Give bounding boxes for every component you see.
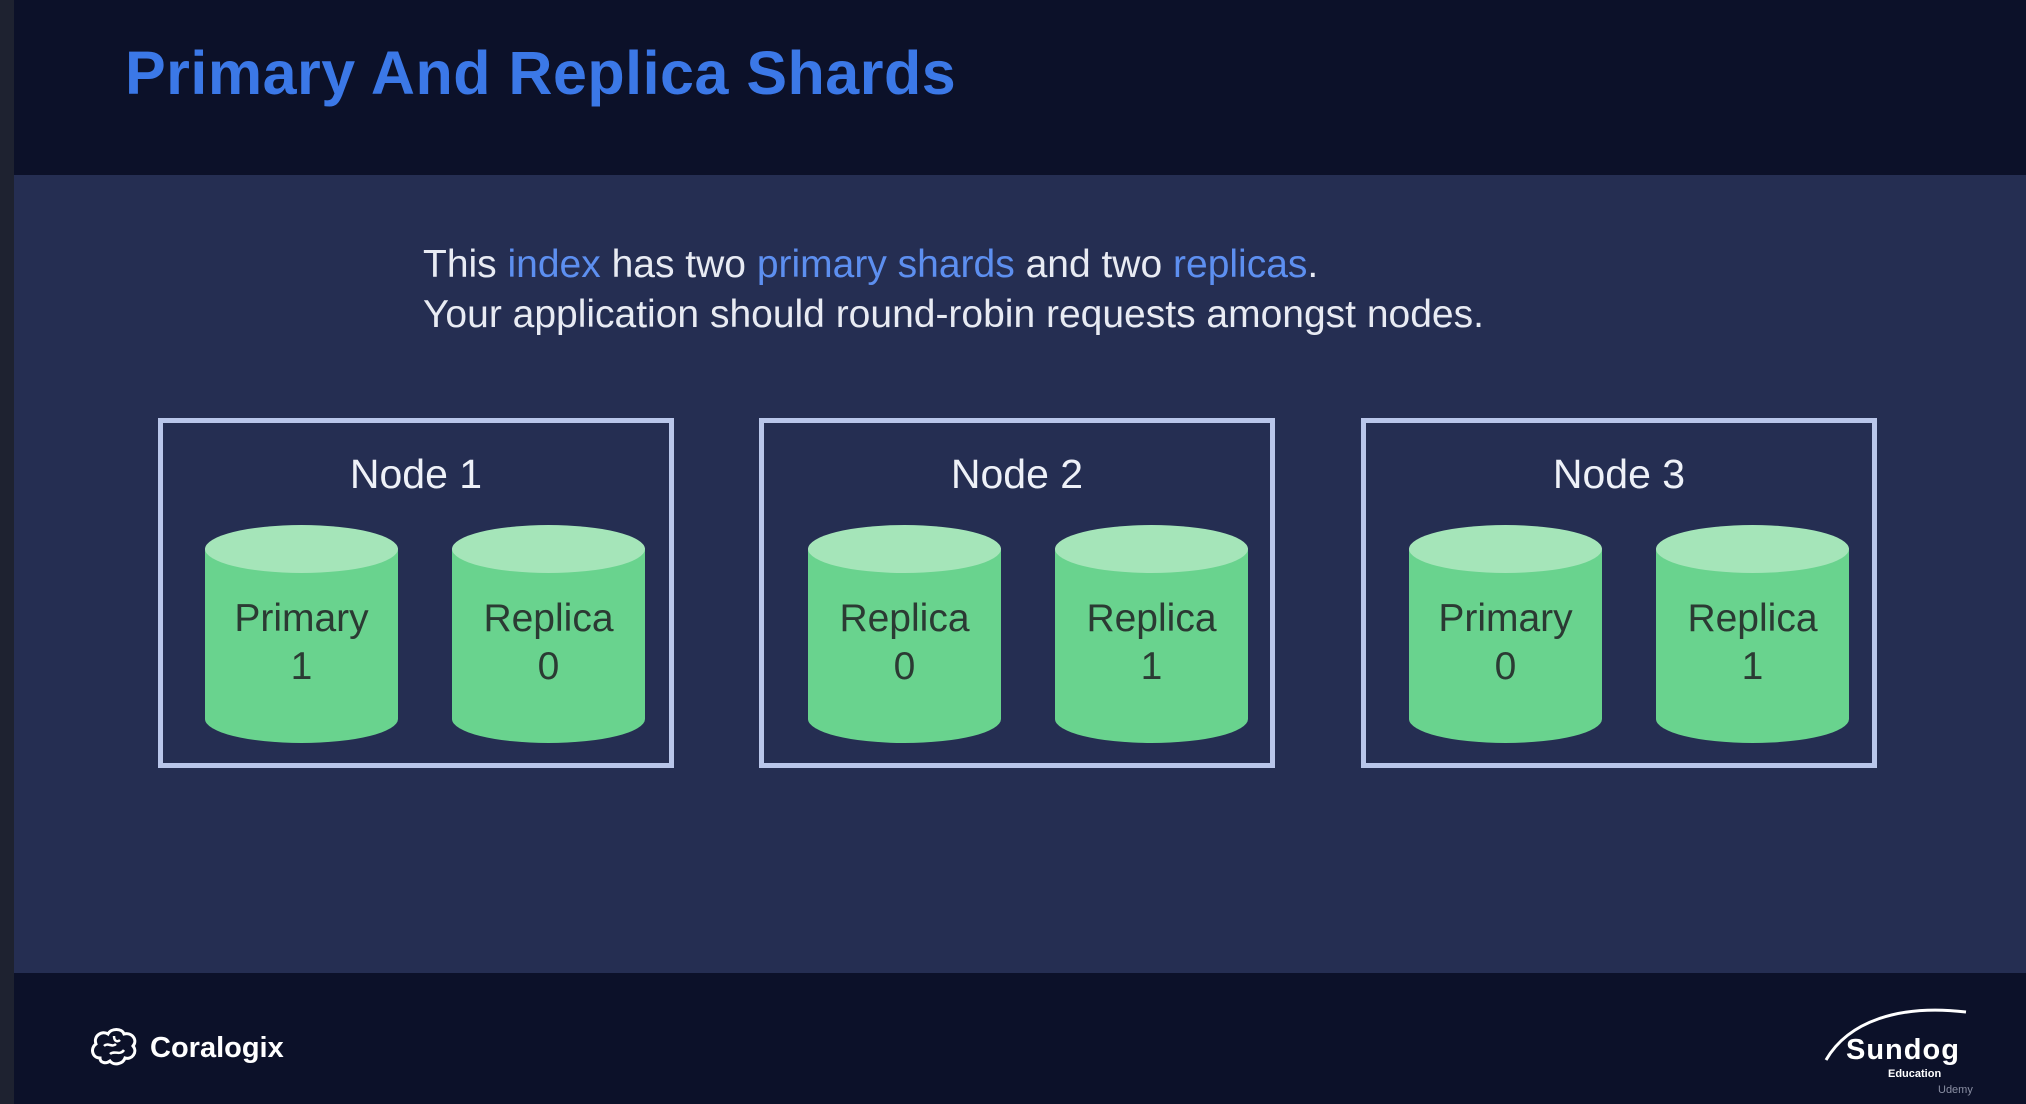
slide-header: Primary And Replica Shards xyxy=(14,0,2026,175)
shard-type: Replica xyxy=(1687,597,1818,640)
shard-type: Replica xyxy=(483,597,614,640)
shard-type: Replica xyxy=(1086,597,1217,640)
intro-text-segment: . xyxy=(1307,243,1319,286)
shard-id: 0 xyxy=(537,645,560,688)
shard-id: 1 xyxy=(1741,645,1764,688)
shard-type: Primary xyxy=(234,597,369,640)
intro-text: This index has two primary shards and tw… xyxy=(423,240,1484,340)
intro-text-segment: and two xyxy=(1014,243,1174,286)
shard-label: Replica 1 xyxy=(1055,595,1248,691)
cylinder-icon xyxy=(808,525,1001,743)
sundog-logo-subtext: Education xyxy=(1888,1068,1942,1080)
slide-footer xyxy=(14,973,2026,1104)
cylinder-icon xyxy=(452,525,645,743)
node-2-box: Node 2 Replica 0 Replica 1 xyxy=(759,418,1275,768)
term-primary-shards: primary shards xyxy=(756,243,1015,286)
shard-cylinder: Replica 1 xyxy=(1656,525,1849,743)
sundog-logo-text: Sundog xyxy=(1846,1034,1960,1066)
cylinder-icon xyxy=(1409,525,1602,743)
shard-id: 0 xyxy=(1494,645,1517,688)
shard-label: Primary 0 xyxy=(1409,595,1602,691)
cylinder-icon xyxy=(1656,525,1849,743)
intro-text-segment: has two xyxy=(600,243,757,286)
sundog-logo: Sundog Education Udemy xyxy=(1818,1002,2018,1102)
node-label: Node 2 xyxy=(950,451,1084,497)
shard-id: 1 xyxy=(290,645,313,688)
intro-line-1: This index has two primary shards and tw… xyxy=(423,240,1484,290)
node-label: Node 3 xyxy=(1552,451,1686,497)
term-index: index xyxy=(507,243,601,286)
node-label: Node 1 xyxy=(349,451,483,497)
slide-title: Primary And Replica Shards xyxy=(125,39,957,107)
cylinder-icon xyxy=(205,525,398,743)
shard-type: Replica xyxy=(839,597,970,640)
coralogix-logo: Coralogix xyxy=(90,1028,284,1068)
shard-id: 1 xyxy=(1140,645,1163,688)
swoosh-icon xyxy=(1824,1008,1967,1061)
shard-cylinder: Primary 0 xyxy=(1409,525,1602,743)
shard-label: Replica 0 xyxy=(808,595,1001,691)
shard-cylinder: Replica 1 xyxy=(1055,525,1248,743)
node-3-box: Node 3 Primary 0 Replica 1 xyxy=(1361,418,1877,768)
shard-label: Primary 1 xyxy=(205,595,398,691)
shard-cylinder: Replica 0 xyxy=(808,525,1001,743)
intro-text-segment: This xyxy=(423,243,508,286)
cylinder-icon xyxy=(1055,525,1248,743)
intro-line-2: Your application should round-robin requ… xyxy=(423,293,1484,336)
left-strip xyxy=(0,0,14,1104)
coralogix-logo-text: Coralogix xyxy=(150,1031,284,1064)
shard-id: 0 xyxy=(893,645,916,688)
shard-label: Replica 1 xyxy=(1656,595,1849,691)
shard-cylinder: Replica 0 xyxy=(452,525,645,743)
brain-icon xyxy=(91,1028,137,1066)
term-replicas: replicas xyxy=(1173,243,1308,286)
udemy-watermark: Udemy xyxy=(1938,1084,1973,1096)
shard-cylinder: Primary 1 xyxy=(205,525,398,743)
shard-type: Primary xyxy=(1438,597,1573,640)
shard-label: Replica 0 xyxy=(452,595,645,691)
node-1-box: Node 1 Primary 1 Replica 0 xyxy=(158,418,674,768)
